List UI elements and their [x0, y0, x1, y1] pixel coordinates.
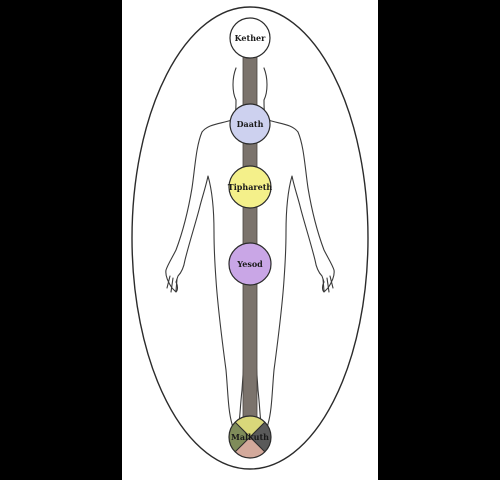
- kether-label: Kether: [235, 33, 266, 43]
- sephirah-tiphareth: Tiphareth: [228, 165, 273, 209]
- daath-label: Daath: [237, 119, 264, 129]
- sephirah-daath: Daath: [229, 103, 271, 145]
- sephirah-kether: Kether: [229, 17, 271, 59]
- aura-ellipse: [131, 6, 369, 470]
- letterbox-left: [0, 0, 122, 480]
- letterbox-right: [378, 0, 500, 480]
- sephirah-yesod: Yesod: [228, 242, 272, 286]
- tiphareth-label: Tiphareth: [228, 182, 273, 192]
- sephirah-malkuth: Malkuth: [228, 415, 272, 459]
- malkuth-label: Malkuth: [231, 432, 269, 442]
- yesod-label: Yesod: [236, 259, 263, 269]
